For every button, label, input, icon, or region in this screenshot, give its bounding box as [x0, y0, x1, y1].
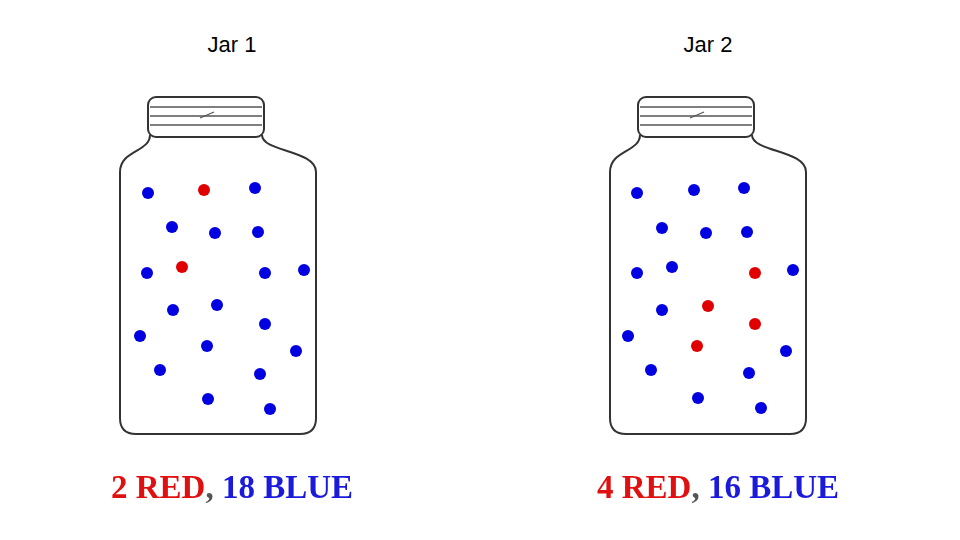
count-caption: 4 RED, 16 BLUE — [597, 469, 839, 506]
jar-outline — [120, 97, 316, 434]
jar-title: Jar 2 — [684, 32, 733, 58]
jar-outline — [610, 97, 806, 434]
blue-marbles — [134, 182, 799, 415]
red-marbles — [176, 184, 761, 352]
count-caption: 2 RED, 18 BLUE — [111, 469, 353, 506]
jar-title: Jar 1 — [208, 32, 257, 58]
